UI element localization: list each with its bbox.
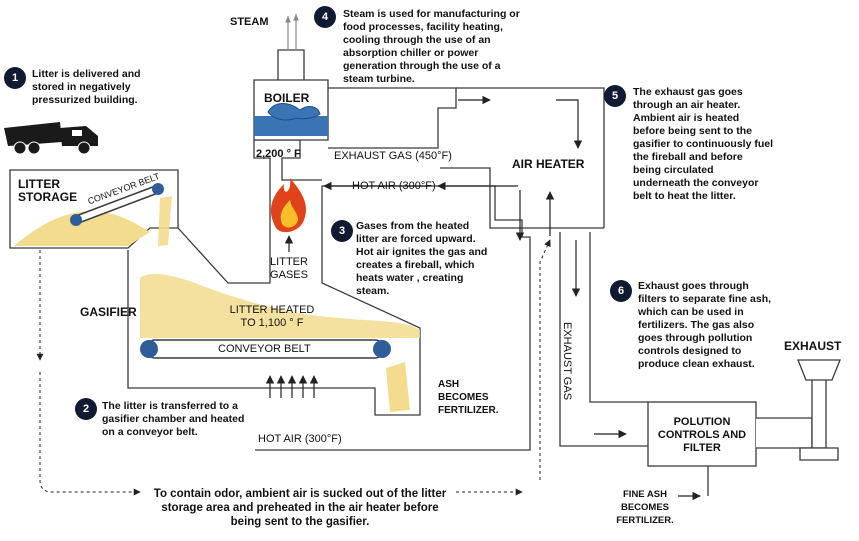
- conveyor-belt-bottom-label: CONVEYOR BELT: [218, 343, 311, 355]
- pollution-controls-label: POLUTION CONTROLS AND FILTER: [657, 416, 747, 454]
- conveyor-belt-top: [70, 183, 164, 226]
- exhaust-stack: [756, 359, 841, 461]
- gasifier-label: GASIFIER: [80, 305, 137, 319]
- fine-ash-label: FINE ASH BECOMES FERTILIZER.: [616, 489, 674, 526]
- pollution-controls-box: [647, 401, 757, 467]
- step-badge-6: 6: [610, 280, 632, 302]
- step-1-text: Litter is delivered and stored in negati…: [32, 68, 141, 106]
- gasifier-litter: [140, 274, 420, 338]
- step-6-text: Exhaust goes through filters to separate…: [638, 280, 772, 370]
- hot-air-bottom-label: HOT AIR (300°F): [258, 433, 342, 445]
- falling-litter: [158, 196, 172, 246]
- hot-air-top-label: HOT AIR (300°F): [352, 180, 436, 192]
- hot-air-under-belt-arrows: [265, 375, 319, 398]
- footer-note: To contain odor, ambient air is sucked o…: [153, 488, 447, 528]
- step-badge-5: 5: [604, 85, 626, 107]
- ambient-air-dashed-line-2: [39, 372, 141, 496]
- step-badge-3: 3: [331, 220, 353, 242]
- exhaust-gas-channel: [559, 232, 648, 447]
- air-heater-label: AIR HEATER: [512, 157, 585, 171]
- exhaust-into-heater-arrow: [556, 99, 583, 149]
- exhaust-gas-450-label: EXHAUST GAS (450°F): [334, 150, 452, 162]
- exhaust-duct: [328, 87, 605, 229]
- litter-gases-label: LITTER GASES: [270, 256, 308, 281]
- step-2-text: The litter is transferred to a gasifier …: [102, 400, 245, 438]
- step-badge-4: 4: [314, 6, 336, 28]
- step-5-text: The exhaust gas goes through an air heat…: [633, 86, 774, 202]
- litter-storage-room: [9, 169, 179, 249]
- steam-label: STEAM: [230, 16, 269, 28]
- boiler-temp-label: 2,200 ° F: [256, 148, 301, 160]
- boiler: [253, 49, 329, 141]
- ash-fertilizer-label: ASH BECOMES FERTILIZER.: [438, 379, 499, 416]
- ambient-air-dashed-line-4: [539, 239, 551, 480]
- step-badge-1: 1: [4, 67, 26, 89]
- litter-storage-label: LITTER STORAGE: [18, 177, 78, 204]
- boiler-label: BOILER: [264, 91, 310, 105]
- step-4-text: Steam is used for manufacturing or food …: [343, 8, 520, 85]
- water-icon: [267, 103, 321, 121]
- litter-heated-label: LITTER HEATED TO 1,100 ° F: [229, 304, 315, 329]
- step-badge-2: 2: [75, 398, 97, 420]
- exhaust-gas-vertical-label: EXHAUST GAS: [561, 322, 573, 401]
- exhaust-label: EXHAUST: [784, 339, 842, 353]
- step-3-text: Gases from the heated litter are forced …: [356, 220, 488, 297]
- fire-icon: [270, 178, 307, 233]
- dump-truck-icon: [4, 122, 98, 155]
- conveyor-belt-bottom: [140, 339, 391, 359]
- ash-pile: [386, 362, 410, 412]
- litter-pile: [14, 211, 150, 246]
